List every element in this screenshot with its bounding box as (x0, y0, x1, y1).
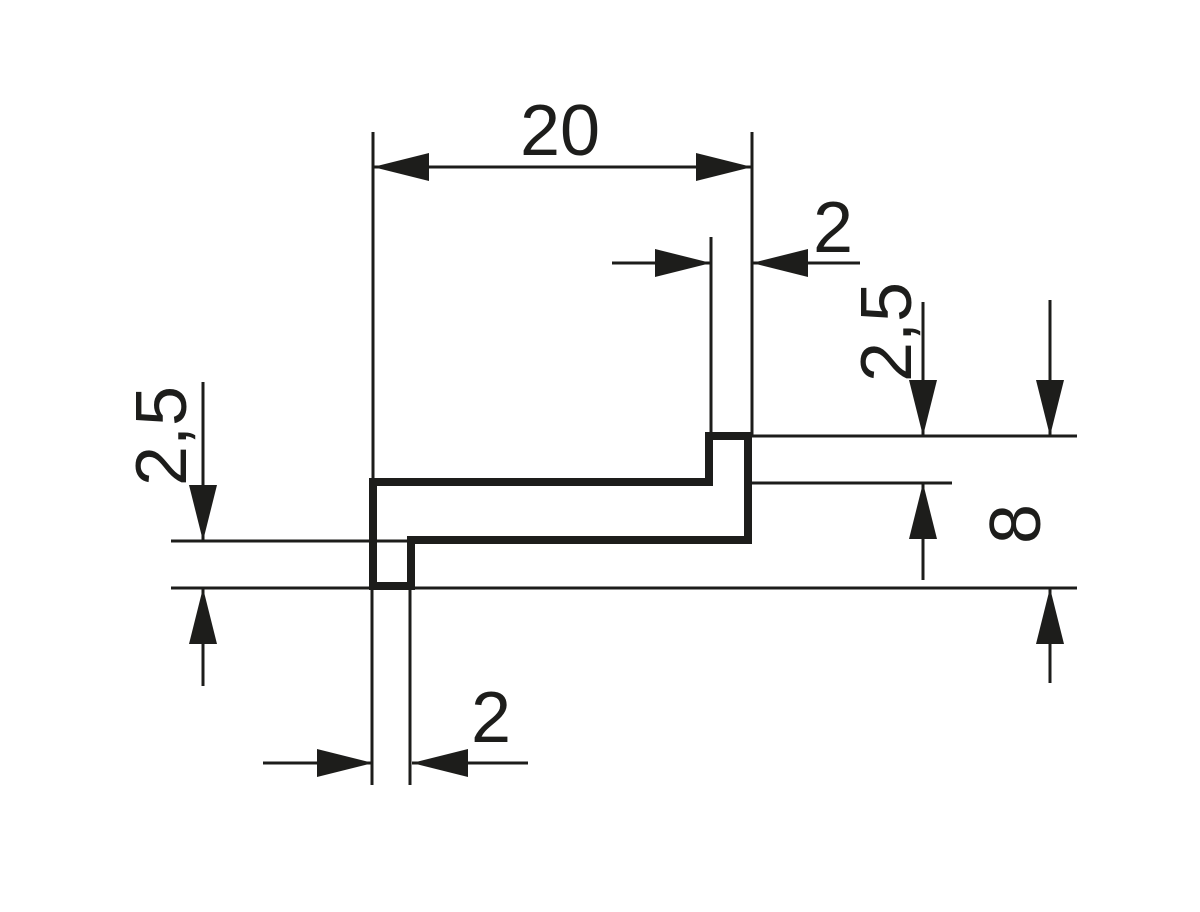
z-profile-outline (369, 432, 752, 590)
right-step-height-label: 2,5 (847, 282, 927, 382)
arrowhead-overall-width-left (373, 153, 429, 181)
arrowhead-top-tab-left (655, 249, 711, 277)
bottom-tab-width-label: 2 (471, 678, 511, 758)
arrowhead-left-step-upper (189, 485, 217, 541)
arrowhead-bottom-tab-right (412, 749, 468, 777)
arrowhead-right-step-upper (909, 380, 937, 436)
arrowhead-left-step-lower (189, 588, 217, 644)
overall-width-label: 20 (520, 91, 600, 171)
arrowhead-overall-height-lower (1036, 588, 1064, 644)
arrowhead-bottom-tab-left (317, 749, 373, 777)
arrowhead-top-tab-right (752, 249, 808, 277)
top-tab-width-label: 2 (813, 188, 853, 268)
overall-height-label: 8 (976, 504, 1056, 544)
arrowhead-right-step-lower (909, 483, 937, 539)
arrowhead-overall-height-upper (1036, 380, 1064, 436)
arrowhead-overall-width-right (696, 153, 752, 181)
left-step-height-label: 2,5 (122, 386, 202, 486)
